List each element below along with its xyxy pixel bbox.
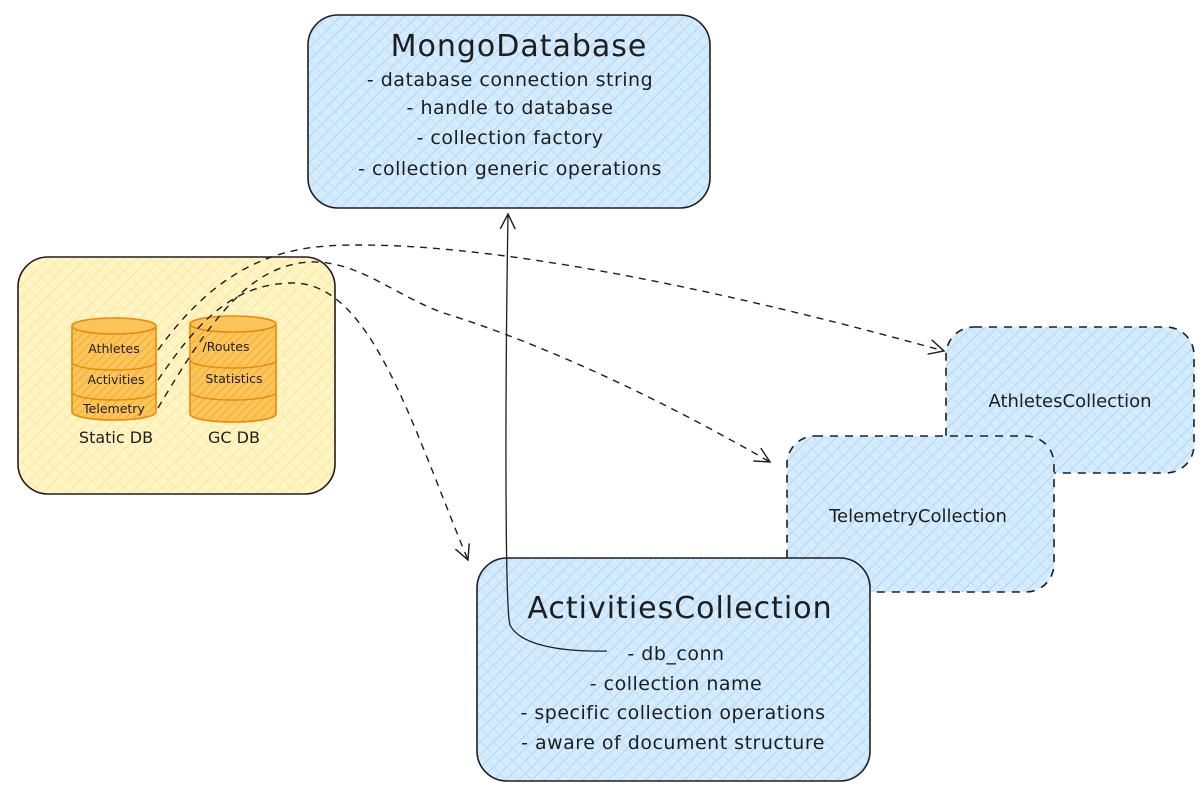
database-group-frame bbox=[17, 256, 336, 495]
static-db-cylinder: Athletes Activities Telemetry bbox=[71, 317, 157, 421]
mongo-item-factory: - collection factory bbox=[416, 127, 603, 149]
telemetry-collection-frame bbox=[786, 435, 1055, 593]
activities-item-collection-name: - collection name bbox=[590, 673, 762, 695]
gc-db-collection-statistics: Statistics bbox=[205, 371, 262, 386]
mongo-item-handle: - handle to database bbox=[407, 97, 614, 119]
mongo-database-box: MongoDatabase - database connection stri… bbox=[307, 14, 711, 209]
activities-mapping-arrow bbox=[157, 282, 470, 562]
mongo-item-generic-ops: - collection generic operations bbox=[358, 158, 662, 180]
activities-item-db-conn: - db_conn bbox=[627, 643, 724, 665]
athletes-mapping-arrow bbox=[157, 244, 946, 355]
telemetry-collection-box: TelemetryCollection bbox=[786, 435, 1055, 593]
mongo-database-frame bbox=[307, 14, 711, 209]
mongo-item-connection-string: - database connection string bbox=[367, 69, 653, 91]
gc-db-collection-routes: /Routes bbox=[202, 339, 249, 354]
static-db-collection-activities: Activities bbox=[87, 372, 144, 387]
mongo-database-title: MongoDatabase bbox=[391, 29, 648, 64]
static-db-collection-telemetry: Telemetry bbox=[82, 401, 145, 416]
gc-db-label: GC DB bbox=[208, 428, 260, 447]
athletes-collection-label: AthletesCollection bbox=[988, 391, 1151, 412]
database-group: Athletes Activities Telemetry Static DB … bbox=[17, 256, 336, 495]
gc-db-cylinder: /Routes Statistics bbox=[189, 315, 277, 423]
static-db-label: Static DB bbox=[79, 428, 153, 447]
activities-collection-title: ActivitiesCollection bbox=[527, 591, 832, 626]
activities-collection-frame bbox=[476, 557, 871, 782]
static-db-collection-athletes: Athletes bbox=[88, 341, 139, 356]
telemetry-collection-label: TelemetryCollection bbox=[828, 506, 1007, 527]
activities-item-document-structure: - aware of document structure bbox=[521, 732, 825, 754]
activities-item-specific-ops: - specific collection operations bbox=[520, 702, 825, 724]
db-conn-to-mongo-arrow bbox=[499, 212, 608, 652]
activities-collection-box: ActivitiesCollection - db_conn - collect… bbox=[476, 557, 871, 782]
